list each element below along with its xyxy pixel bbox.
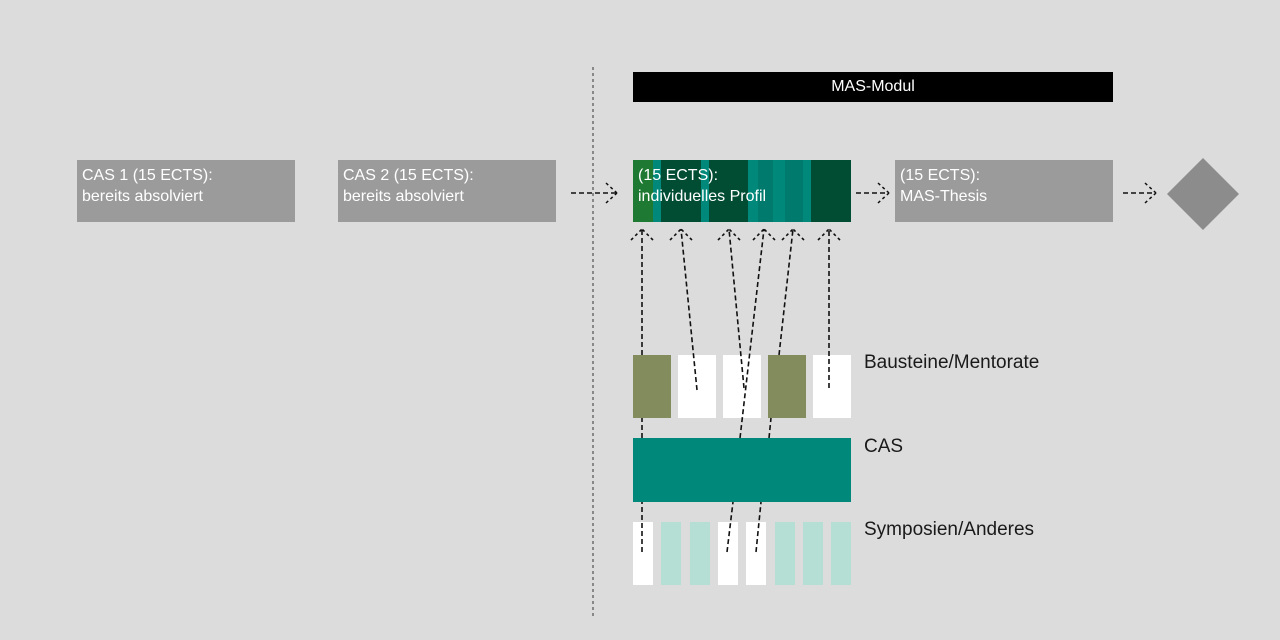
end-diamond-shape — [1167, 158, 1239, 230]
profil-segment — [633, 160, 653, 222]
cas1-box: CAS 1 (15 ECTS): bereits absolviert — [77, 160, 295, 222]
baustein-box-olive — [768, 355, 806, 418]
profil-box: (15 ECTS): individuelles Profil — [633, 160, 851, 222]
symposien-box-mint — [690, 522, 710, 585]
cas-label: CAS — [864, 436, 904, 457]
arrowhead-right — [763, 228, 776, 241]
cas-bar — [633, 438, 851, 502]
symposien-box-mint — [803, 522, 823, 585]
arrowhead-left — [752, 228, 765, 241]
connector-line — [768, 417, 772, 439]
cas2-status: bereits absolviert — [343, 188, 464, 205]
cas1-title: CAS 1 (15 ECTS): — [82, 167, 213, 184]
profil-segment — [709, 160, 748, 222]
baustein-box-white — [678, 355, 716, 418]
thesis-box: (15 ECTS): MAS-Thesis — [895, 160, 1113, 222]
thesis-subtitle: MAS-Thesis — [900, 188, 988, 205]
symposien-label: Symposien/Anderes — [864, 519, 1035, 540]
cas1-status: bereits absolviert — [82, 188, 203, 205]
connector-line — [778, 228, 794, 356]
symposien-box-white — [633, 522, 653, 585]
profil-title: (15 ECTS): — [638, 167, 719, 184]
bausteine-label: Bausteine/Mentorate — [864, 352, 1040, 373]
profil-segment — [701, 160, 709, 222]
arrowhead-right — [828, 228, 841, 241]
arrowhead-left — [717, 228, 730, 241]
profil-segment — [785, 160, 803, 222]
profil-segment — [803, 160, 811, 222]
baustein-box-white — [813, 355, 851, 418]
baustein-box-white — [723, 355, 761, 418]
symposien-box-mint — [831, 522, 851, 585]
symposien-box-mint — [775, 522, 795, 585]
mas-modul-bar: MAS-Modul — [633, 72, 1113, 102]
arrowhead-right — [728, 228, 741, 241]
profil-segment — [653, 160, 661, 222]
arrowhead-left — [781, 228, 794, 241]
profil-segment — [758, 160, 773, 222]
profil-subtitle: individuelles Profil — [638, 188, 767, 205]
profil-segment — [661, 160, 701, 222]
baustein-box-olive — [633, 355, 671, 418]
arrow-profil-to-thesis — [856, 182, 890, 204]
profil-segment — [773, 160, 785, 222]
arrow-thesis-to-end — [1123, 182, 1157, 204]
cas2-title: CAS 2 (15 ECTS): — [343, 167, 474, 184]
arrowhead-left — [817, 228, 830, 241]
profil-segment — [811, 160, 851, 222]
thesis-title: (15 ECTS): — [900, 167, 981, 184]
arrowhead-left — [669, 228, 682, 241]
arrowhead-left — [630, 228, 643, 241]
mas-modul-title: MAS-Modul — [831, 78, 915, 95]
profil-segment — [748, 160, 758, 222]
symposien-box-white — [746, 522, 766, 585]
symposien-box-white — [718, 522, 738, 585]
cas2-box: CAS 2 (15 ECTS): bereits absolviert — [338, 160, 556, 222]
arrowhead-right — [680, 228, 693, 241]
symposien-box-mint — [661, 522, 681, 585]
arrowhead-right — [792, 228, 805, 241]
arrowhead-right — [641, 228, 654, 241]
arrow-cas2-to-profil — [571, 182, 618, 204]
